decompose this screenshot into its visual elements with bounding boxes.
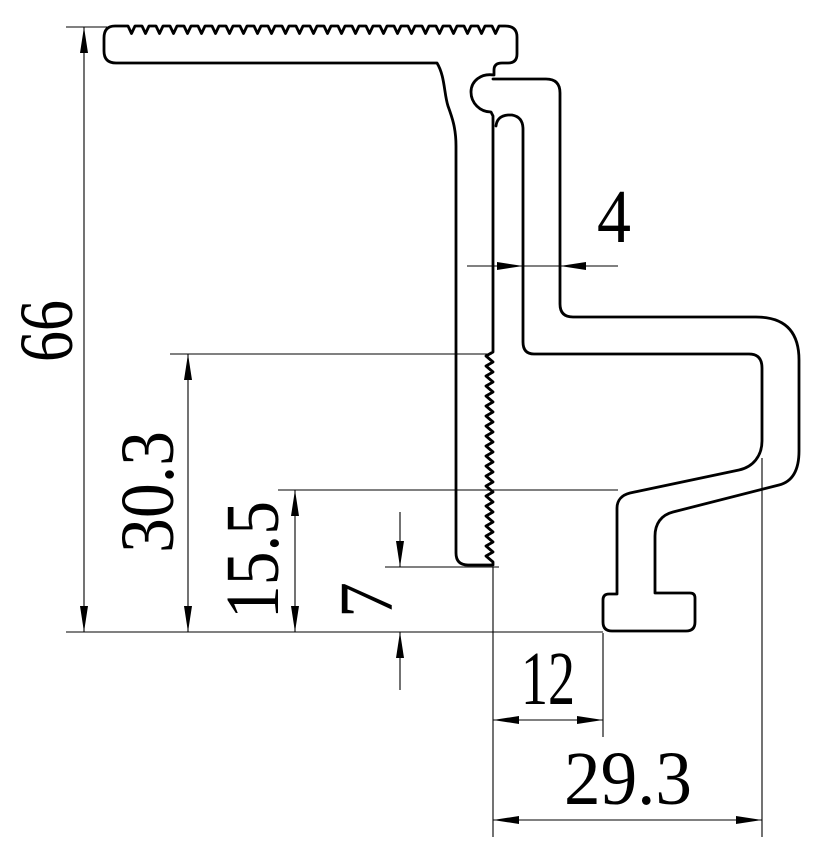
profile-top-plate-and-web — [102, 24, 519, 567]
dimension-overall-height: 66 — [5, 27, 89, 632]
dimension-label: 7 — [325, 582, 409, 618]
dimension-label: 30.3 — [106, 431, 190, 553]
dimension-label: 12 — [521, 637, 575, 721]
arrowhead — [497, 262, 523, 270]
dimension-foot-height: 7 — [325, 512, 409, 690]
arrowhead — [396, 541, 404, 567]
dimension-label: 66 — [5, 300, 89, 362]
dimension-serration-height: 30.3 — [106, 354, 192, 632]
arrowhead — [291, 606, 299, 632]
arrowhead — [577, 716, 603, 724]
arrowhead — [736, 816, 762, 824]
arrowhead — [493, 716, 519, 724]
arrowhead — [493, 816, 519, 824]
arrowhead — [396, 632, 404, 658]
dimension-clamp-width: 29.3 — [493, 737, 762, 824]
dimension-wall-thickness: 4 — [467, 175, 631, 270]
profile-clamp-arm-and-foot — [491, 77, 801, 633]
dimension-foot-offset: 12 — [493, 637, 603, 724]
dimension-label: 29.3 — [564, 737, 692, 821]
dimension-label: 4 — [597, 175, 631, 259]
dimension-label: 15.5 — [211, 501, 295, 619]
arrowhead — [560, 262, 586, 270]
dimension-hook-inner-height: 15.5 — [211, 490, 299, 632]
arrowhead — [291, 490, 299, 516]
arrowhead — [80, 606, 88, 632]
arrowhead — [184, 606, 192, 632]
arrowhead — [184, 354, 192, 380]
extension-lines — [66, 26, 763, 837]
arrowhead — [80, 27, 88, 53]
